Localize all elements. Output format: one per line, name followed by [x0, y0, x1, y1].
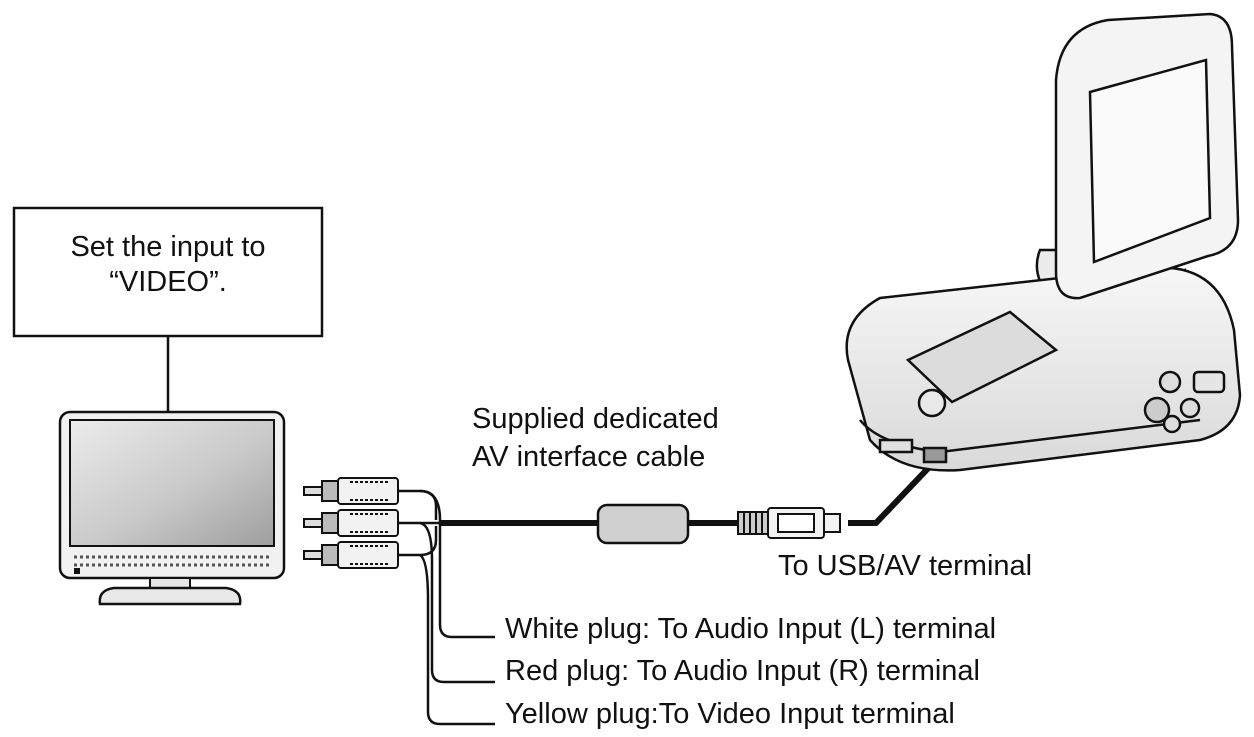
usb-av-connector-icon: [737, 507, 841, 539]
television-icon: [58, 410, 286, 606]
cable-label-line-1: Supplied dedicated: [472, 403, 719, 435]
white-rca-plug: [303, 477, 399, 505]
yellow-plug-label: Yellow plug:To Video Input terminal: [505, 698, 955, 730]
yellow-rca-plug: [303, 541, 399, 569]
red-plug-label: Red plug: To Audio Input (R) terminal: [505, 655, 980, 687]
terminal-label: To USB/AV terminal: [778, 550, 1032, 582]
camcorder-icon: [845, 12, 1242, 472]
plug-wires: [398, 489, 495, 726]
callout-line-1: Set the input to: [70, 231, 265, 263]
ferrite-core: [596, 503, 690, 545]
white-plug-label: White plug: To Audio Input (L) terminal: [505, 613, 996, 645]
cable-label-line-2: AV interface cable: [472, 441, 705, 473]
rca-plug-icon: [303, 477, 399, 569]
callout-box: Set the input to “VIDEO”.: [12, 206, 324, 338]
red-rca-plug: [303, 509, 399, 537]
av-cable: [440, 457, 939, 545]
callout-line-2: “VIDEO”.: [109, 266, 227, 298]
